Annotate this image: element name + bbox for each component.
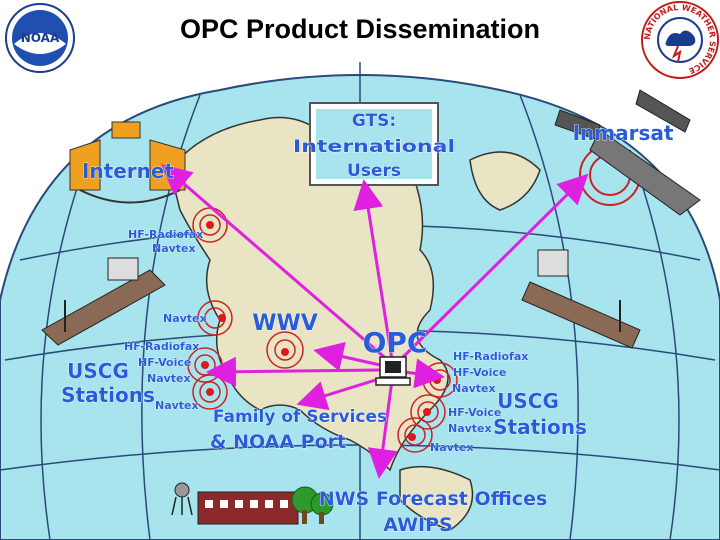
uscg-left-line1: USCG — [67, 359, 129, 383]
arrow-west-stations — [206, 356, 381, 387]
west-label: Navtex — [155, 399, 199, 412]
gts-box-inner — [316, 109, 432, 179]
uscg-right-line2: Stations — [493, 415, 587, 439]
west-label: HF-Radiofax — [128, 228, 203, 241]
east-label: HF-Voice — [448, 406, 501, 419]
page-title: OPC Product Dissemination — [179, 14, 541, 44]
east-label: Navtex — [448, 422, 492, 435]
noaa-logo-icon: NOAA — [5, 3, 75, 73]
ship-icon — [521, 249, 641, 349]
gts-label-line2: International — [293, 137, 455, 157]
gts-label-line3: Users — [347, 161, 401, 181]
east-service-labels: HF-Radiofax HF-Voice Navtex HF-Voice Nav… — [430, 350, 529, 455]
uscg-left-line2: Stations — [61, 383, 155, 407]
noaa-logo-text: NOAA — [21, 31, 60, 45]
east-label: HF-Radiofax — [453, 350, 528, 363]
arrow-internet — [161, 164, 391, 364]
ship-icon — [41, 257, 166, 346]
arrow-family — [296, 376, 383, 411]
nws-logo-icon: NATIONAL WEATHER SERVICE — [641, 1, 719, 79]
gts-label-line1: GTS: — [352, 111, 396, 131]
arrow-gts — [353, 179, 394, 361]
computer-icon — [375, 356, 411, 386]
west-label: Navtex — [152, 242, 196, 255]
dissemination-arrows — [161, 164, 589, 479]
west-service-labels: HF-Radiofax Navtex Navtex HF-Radiofax HF… — [124, 228, 207, 413]
family-label-line2: & NOAA Port — [210, 431, 346, 453]
west-label: Navtex — [147, 372, 191, 385]
greenland-landmass — [469, 151, 541, 211]
west-label: HF-Voice — [138, 356, 191, 369]
east-label: HF-Voice — [453, 366, 506, 379]
east-label: Navtex — [452, 382, 496, 395]
nws-label-line1: NWS Forecast Offices — [319, 488, 548, 510]
water-tower-icon — [171, 482, 193, 516]
internet-label: Internet — [82, 159, 174, 183]
family-label-line1: Family of Services — [213, 407, 387, 427]
arrow-inmarsat — [396, 173, 589, 364]
inmarsat-label: Inmarsat — [573, 121, 674, 145]
building-icon — [197, 491, 299, 525]
tree-icon — [291, 486, 334, 524]
arrow-nws — [367, 379, 398, 479]
opc-label: OPC — [363, 326, 428, 359]
west-label: Navtex — [163, 312, 207, 325]
east-label: Navtex — [430, 441, 474, 454]
caribbean-landmass — [399, 465, 474, 531]
nws-label-line2: AWIPS — [383, 514, 453, 536]
wwv-label: WWV — [252, 311, 318, 336]
satellite-icon — [554, 89, 701, 216]
uscg-right-line1: USCG — [497, 389, 559, 413]
label-layer: GTS: International Users Internet Inmars… — [61, 111, 675, 537]
arrow-wwv — [313, 341, 381, 372]
west-label: HF-Radiofax — [124, 340, 199, 353]
arrow-east-stations — [403, 358, 445, 389]
